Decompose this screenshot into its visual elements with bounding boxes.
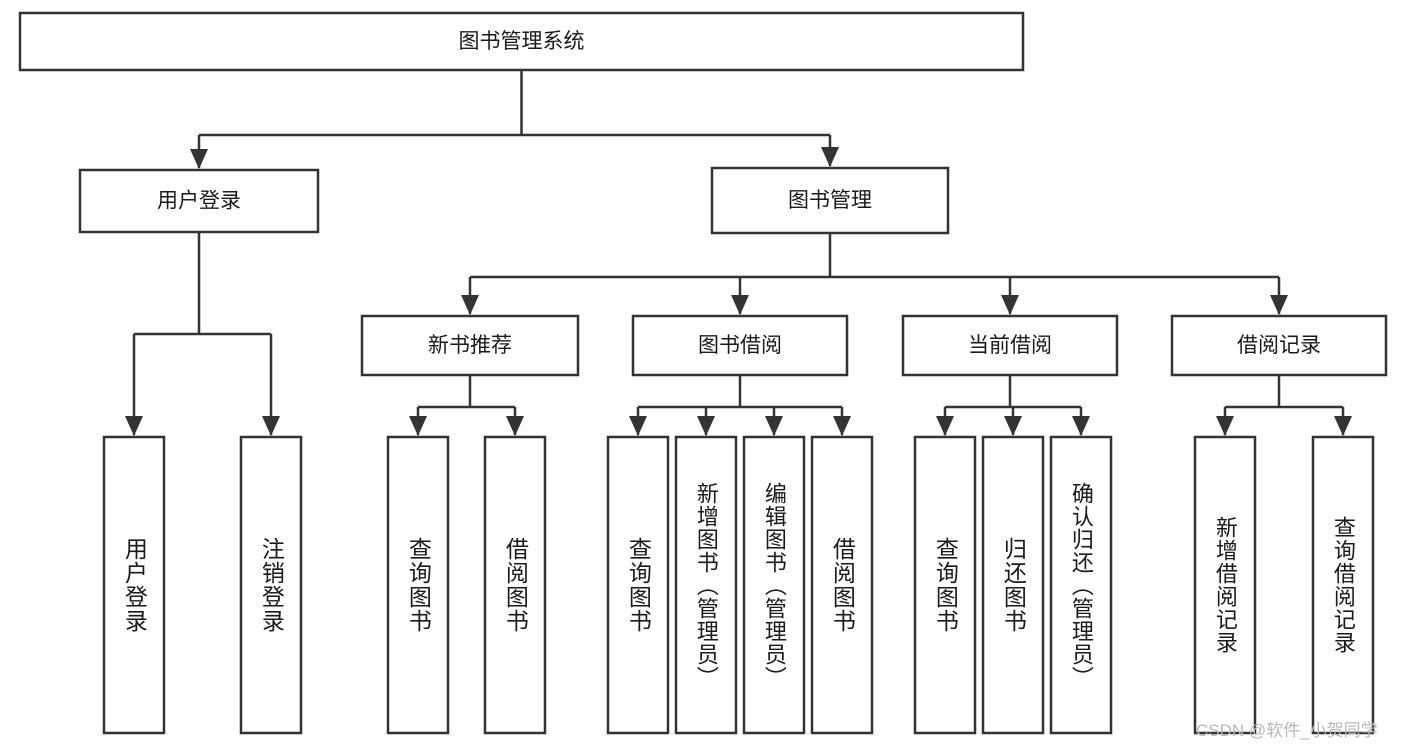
arrow-to-确认归还管理员-icon [1072, 416, 1090, 436]
level3-node-图书借阅-1[interactable] [631, 314, 849, 377]
leaf-node-编辑图书管理员-6[interactable] [742, 435, 806, 735]
level3-node-借阅记录-3[interactable] [1170, 314, 1388, 377]
leaf-node-查询图书-8[interactable] [913, 435, 977, 735]
leaf-node-新增图书管理员-5[interactable] [674, 435, 738, 735]
level2-node-用户登录-0[interactable] [78, 168, 320, 234]
level3-node-新书推荐-0[interactable] [360, 314, 580, 377]
arrow-to-查询图书-icon [936, 416, 954, 436]
level2-node-用户登录-0-label: 用户登录 [157, 190, 241, 213]
csdn-watermark: CSDN @软件_小贺同学 [1196, 721, 1378, 740]
boxes-layer [18, 11, 1388, 735]
arrow-to-图书借阅-icon [731, 295, 749, 315]
arrow-to-借阅图书-icon [506, 416, 524, 436]
root-node-图书管理系统[interactable] [18, 11, 1025, 72]
arrow-to-归还图书-icon [1004, 416, 1022, 436]
arrow-to-图书管理-icon [821, 147, 839, 167]
leaf-node-借阅图书-3[interactable] [483, 435, 547, 735]
leaf-node-查询图书-4[interactable] [606, 435, 670, 735]
arrow-to-用户登录-icon [125, 416, 143, 436]
arrow-to-借阅记录-icon [1270, 295, 1288, 315]
level3-node-新书推荐-0-label: 新书推荐 [428, 334, 512, 357]
arrow-to-查询借阅记录-icon [1334, 416, 1352, 436]
leaf-node-新增借阅记录-11[interactable] [1193, 435, 1257, 735]
leaf-node-查询借阅记录-12[interactable] [1311, 435, 1375, 735]
leaf-node-查询图书-2[interactable] [386, 435, 450, 735]
arrow-to-新增图书管理员-icon [697, 416, 715, 436]
arrow-to-编辑图书管理员-icon [765, 416, 783, 436]
arrow-to-当前借阅-icon [1001, 295, 1019, 315]
leaf-node-用户登录-0[interactable] [102, 435, 166, 735]
root-node-图书管理系统-label: 图书管理系统 [459, 30, 585, 53]
arrow-to-借阅图书-icon [833, 416, 851, 436]
leaf-node-注销登录-1[interactable] [239, 435, 303, 735]
connectors-layer [125, 70, 1352, 436]
level3-node-当前借阅-2[interactable] [901, 314, 1119, 377]
arrow-to-用户登录-icon [190, 149, 208, 169]
leaf-node-借阅图书-7[interactable] [810, 435, 874, 735]
arrow-to-注销登录-icon [262, 416, 280, 436]
level3-node-图书借阅-1-label: 图书借阅 [698, 334, 782, 357]
leaf-node-归还图书-9[interactable] [981, 435, 1045, 735]
level3-node-借阅记录-3-label: 借阅记录 [1237, 334, 1321, 357]
level3-node-当前借阅-2-label: 当前借阅 [968, 334, 1052, 357]
arrow-to-查询图书-icon [629, 416, 647, 436]
level2-node-图书管理-1[interactable] [710, 166, 950, 235]
arrow-to-新增借阅记录-icon [1216, 416, 1234, 436]
arrow-to-新书推荐-icon [461, 295, 479, 315]
arrow-to-查询图书-icon [409, 416, 427, 436]
leaf-node-确认归还管理员-10[interactable] [1049, 435, 1113, 735]
level2-node-图书管理-1-label: 图书管理 [788, 189, 872, 212]
